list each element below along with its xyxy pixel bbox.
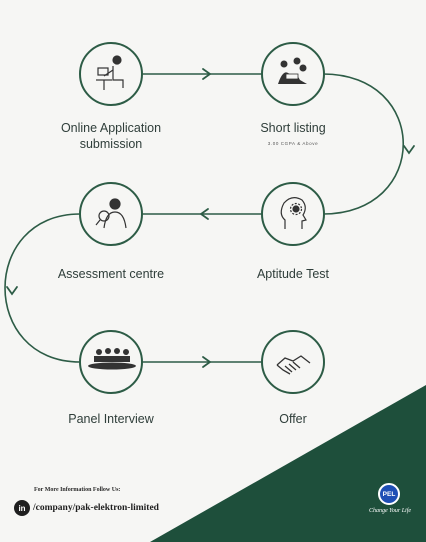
arrow-down-icon bbox=[403, 145, 415, 155]
step-label-short-listing: Short listing bbox=[260, 121, 326, 135]
connector-curve-left bbox=[4, 213, 81, 363]
linkedin-company-path: /company/pak-elektron-limited bbox=[33, 503, 159, 513]
connector-curve-right bbox=[322, 73, 404, 215]
step-label-assessment-centre: Assessment centre bbox=[57, 267, 165, 281]
linkedin-link[interactable]: in /company/pak-elektron-limited bbox=[14, 499, 159, 517]
follow-us-note: For More Information Follow Us: bbox=[34, 487, 121, 493]
step-circle bbox=[79, 42, 143, 106]
group-discussion-icon bbox=[278, 57, 307, 84]
panel-table-icon bbox=[88, 348, 136, 370]
step-label-panel-interview: Panel Interview bbox=[68, 412, 154, 426]
linkedin-icon: in bbox=[14, 500, 30, 516]
brand-tagline: Change Your Life bbox=[368, 508, 412, 514]
step-circle bbox=[79, 182, 143, 246]
head-gear-icon bbox=[280, 197, 307, 229]
step-label-offer: Offer bbox=[279, 412, 307, 426]
person-magnifier-icon bbox=[95, 198, 127, 229]
handshake-icon bbox=[276, 355, 311, 375]
arrow-right-icon bbox=[202, 68, 212, 80]
arrow-left-icon bbox=[199, 208, 209, 220]
arrow-down-icon bbox=[6, 286, 18, 296]
desk-person-icon bbox=[96, 55, 124, 90]
pel-logo: PEL bbox=[378, 483, 400, 505]
short-listing-criteria: 3.00 CGPA & Above bbox=[267, 141, 319, 146]
step-label-aptitude-test: Aptitude Test bbox=[256, 267, 330, 281]
arrow-right-icon bbox=[202, 356, 212, 368]
step-label-online-application: Online Application submission bbox=[60, 121, 162, 151]
